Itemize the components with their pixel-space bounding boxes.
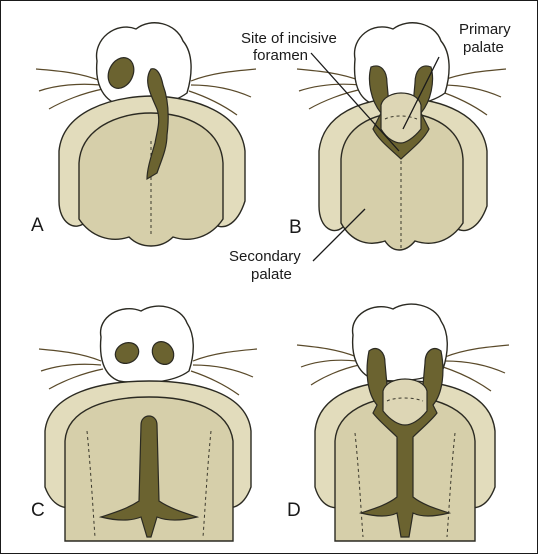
label-primary-palate-line2: palate bbox=[463, 39, 504, 56]
panel-c: C bbox=[31, 305, 258, 542]
panel-b: B Site of incisive foramen Primary palat… bbox=[229, 21, 511, 283]
label-incisive-foramen-line1: Site of incisive bbox=[241, 30, 337, 47]
panel-letter-d: D bbox=[287, 500, 301, 521]
label-primary-palate-line1: Primary bbox=[459, 21, 511, 38]
panel-letter-b: B bbox=[289, 217, 302, 238]
label-secondary-palate-line2: palate bbox=[251, 266, 292, 283]
panel-d: D bbox=[287, 303, 510, 542]
panel-letter-a: A bbox=[31, 215, 44, 236]
panel-letter-c: C bbox=[31, 500, 45, 521]
label-secondary-palate-line1: Secondary bbox=[229, 248, 301, 265]
label-incisive-foramen-line2: foramen bbox=[253, 47, 308, 64]
panel-a: A bbox=[31, 22, 257, 247]
